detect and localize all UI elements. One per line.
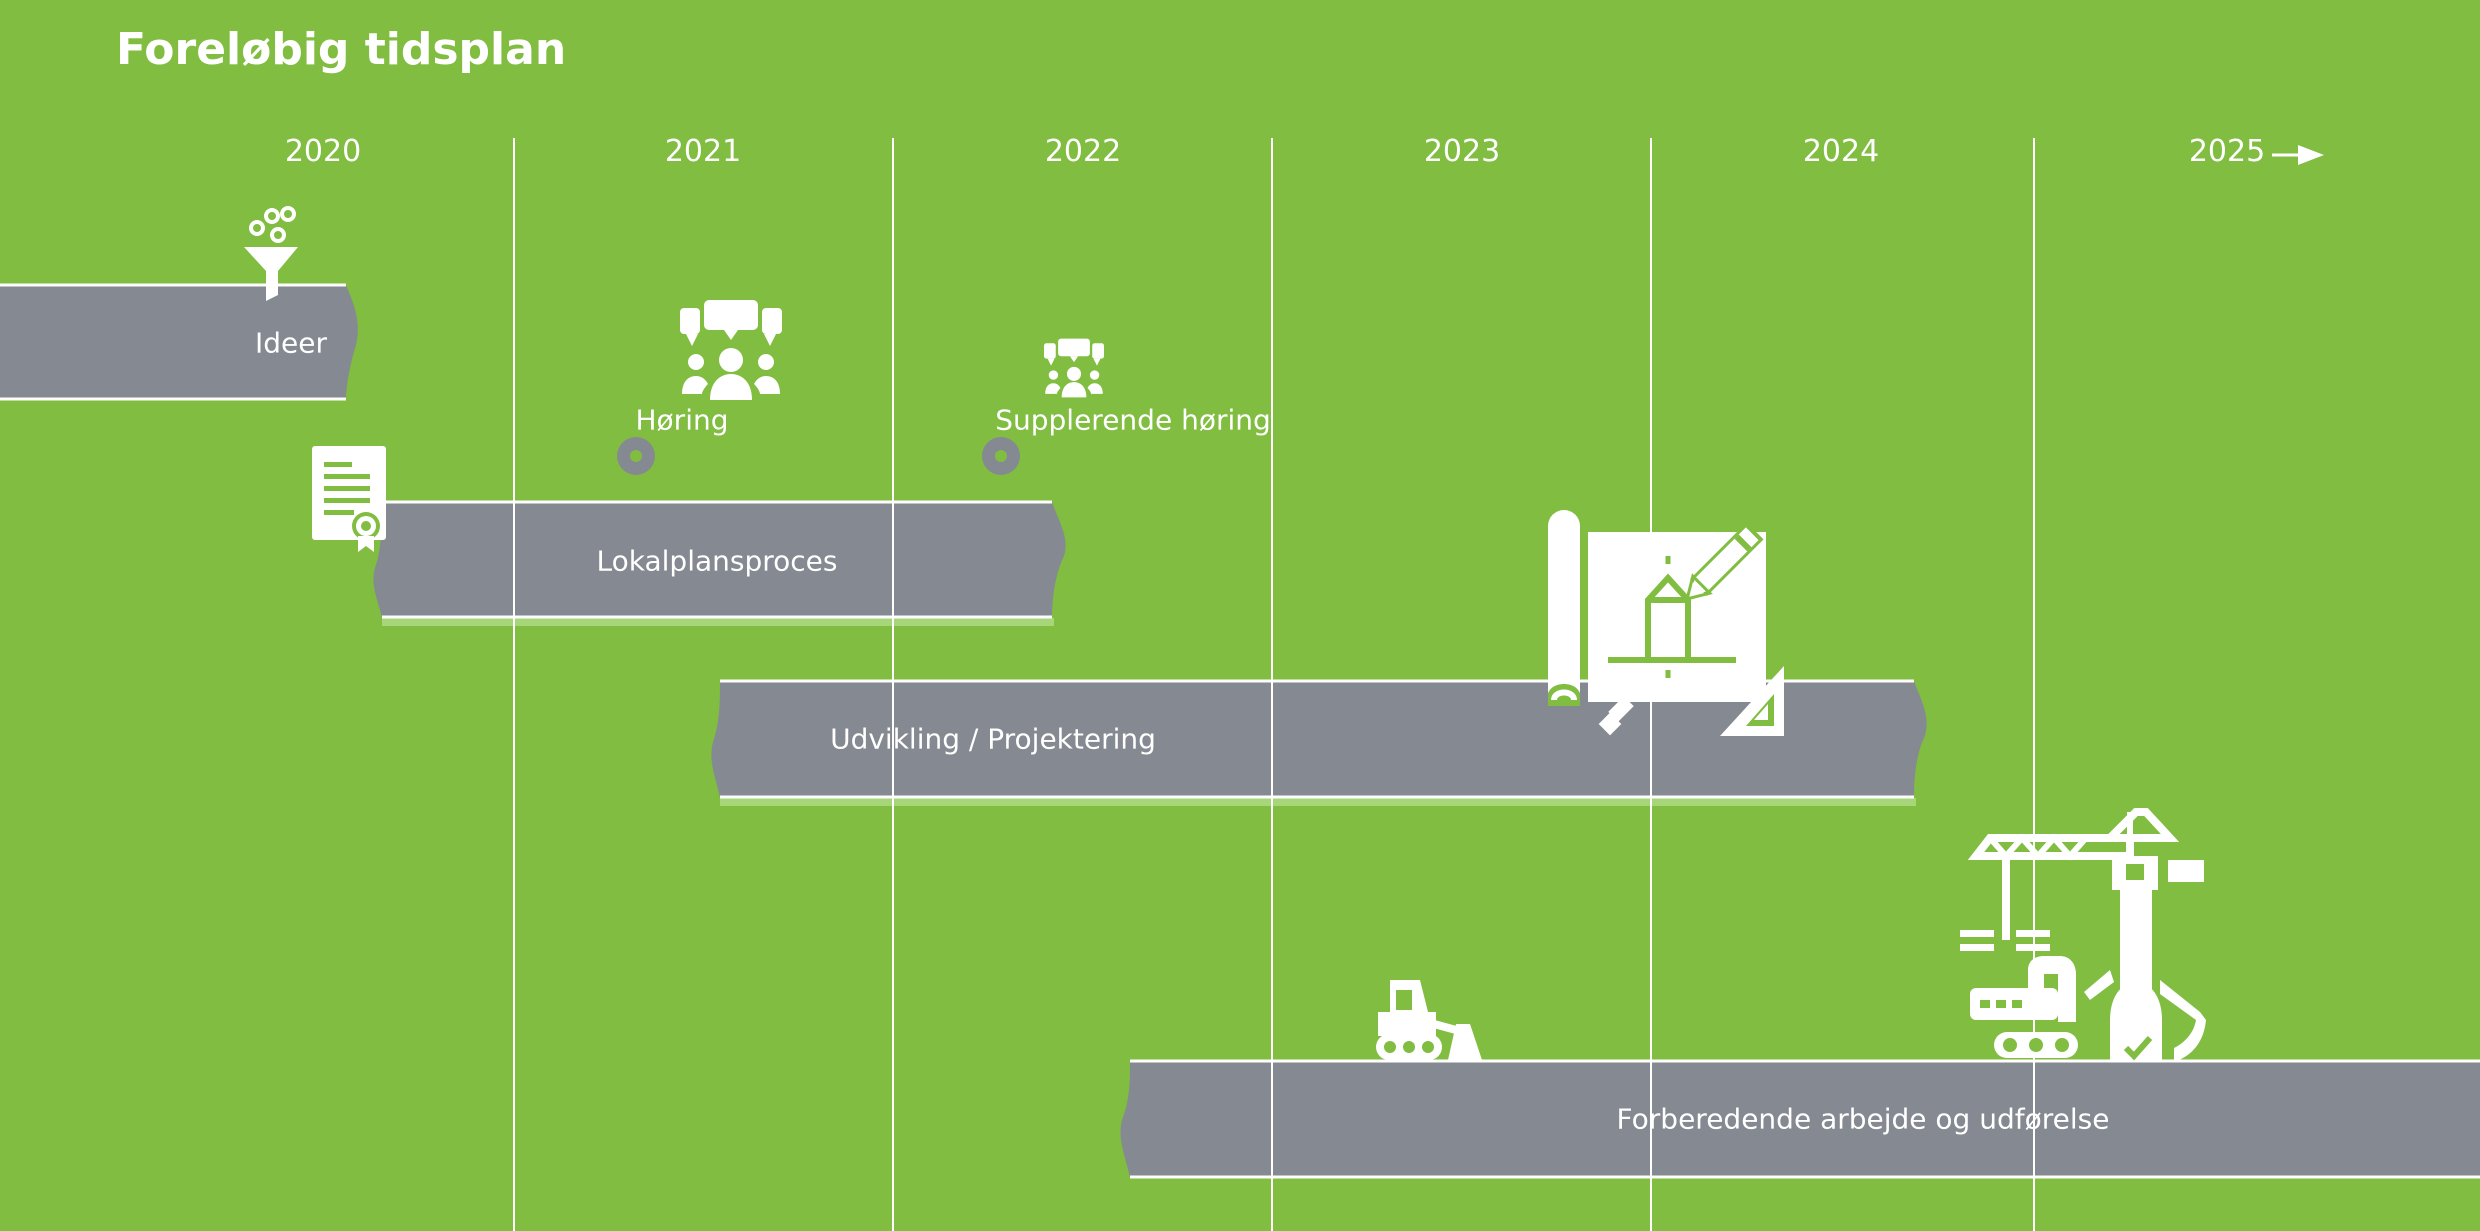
bulldozer-icon <box>1376 978 1482 1060</box>
bar-label-lokalplansproces: Lokalplansproces <box>597 545 838 578</box>
certificate-icon <box>312 446 388 554</box>
bar-label-forberedende: Forberedende arbejde og udførelse <box>1617 1103 2110 1136</box>
blueprint-icon <box>1548 500 1794 742</box>
bar-label-udvikling: Udvikling / Projektering <box>830 723 1156 756</box>
bar-label-ideer: Ideer <box>255 327 327 360</box>
construction-crane-icon <box>1960 810 2206 1062</box>
milestone-label-horing: Høring <box>636 404 729 437</box>
year-divider <box>2033 138 2035 1231</box>
funnel-icon <box>240 205 302 301</box>
milestone-marker-supplerende <box>982 437 1020 475</box>
year-divider <box>1271 138 1273 1231</box>
milestone-label-supplerende: Supplerende høring <box>995 404 1271 437</box>
year-divider <box>513 138 515 1231</box>
small-group-discussion-icon <box>1044 338 1104 398</box>
year-divider <box>892 138 894 1231</box>
milestone-marker-horing <box>617 437 655 475</box>
group-discussion-icon <box>680 300 782 400</box>
